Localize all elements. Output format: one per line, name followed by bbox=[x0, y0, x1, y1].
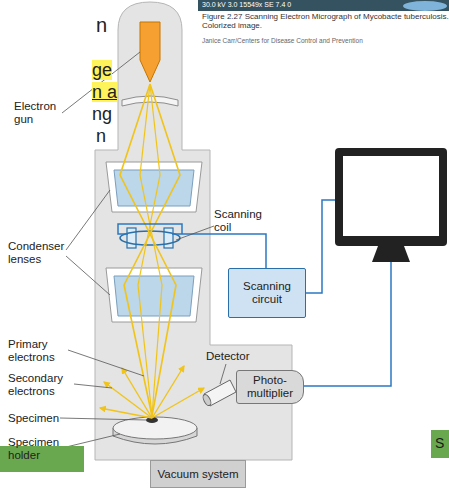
slide-text: S bbox=[435, 436, 449, 452]
node-text: Photo-multiplier bbox=[237, 374, 303, 400]
image-credit: Janice Carr/Centers for Disease Control … bbox=[202, 37, 449, 44]
leader-line bbox=[60, 418, 146, 420]
part-label: Specimen holder bbox=[8, 436, 68, 462]
part-label: Secondary electrons bbox=[8, 372, 78, 398]
figure-caption: Figure 2.27 Scanning Electron Micrograph… bbox=[202, 13, 449, 31]
coil-block bbox=[127, 228, 136, 248]
detector-face bbox=[202, 393, 213, 406]
specimen-holder bbox=[113, 417, 197, 439]
slide-bar bbox=[431, 430, 449, 458]
secondary-electron bbox=[152, 388, 204, 418]
slide-text: n bbox=[96, 126, 116, 146]
secondary-electron bbox=[100, 408, 152, 418]
signal-wire bbox=[304, 262, 391, 386]
primary-beam bbox=[138, 84, 160, 416]
slide-text: ge bbox=[92, 60, 112, 80]
bacterium-image bbox=[403, 1, 447, 11]
secondary-electron bbox=[122, 368, 152, 418]
micrograph-strip bbox=[198, 0, 449, 11]
leader-line bbox=[68, 350, 144, 376]
leader-line bbox=[66, 256, 110, 295]
slide-text: n a bbox=[92, 82, 117, 102]
leader-line bbox=[66, 190, 110, 250]
primary-beam bbox=[140, 84, 162, 416]
part-label: Scanning coil bbox=[214, 208, 270, 234]
leader-line bbox=[74, 384, 112, 388]
part-label: Detector bbox=[206, 350, 266, 363]
coil-block bbox=[164, 228, 173, 248]
monitor-screen bbox=[343, 156, 439, 236]
leader-line bbox=[220, 364, 226, 384]
part-label: Primary electrons bbox=[8, 338, 70, 364]
secondary-electron bbox=[104, 382, 152, 418]
part-label: Condenser lenses bbox=[8, 240, 70, 266]
signal-wire bbox=[306, 200, 335, 293]
signal-wire bbox=[172, 234, 266, 268]
leader-line bbox=[176, 226, 214, 240]
leader-line bbox=[62, 434, 120, 448]
part-label: Specimen bbox=[8, 412, 68, 425]
signal-wire bbox=[118, 224, 182, 234]
circuit-box: Scanning circuit bbox=[228, 268, 306, 318]
node-text: Vacuum system bbox=[158, 468, 239, 481]
secondary-electron bbox=[152, 366, 184, 418]
lens-housing bbox=[106, 268, 202, 322]
monitor-frame bbox=[335, 148, 447, 246]
monitor-stand bbox=[372, 246, 410, 262]
electron-gun bbox=[140, 22, 160, 82]
slide-text: n bbox=[96, 14, 126, 36]
leader-line bbox=[62, 52, 140, 113]
anode-plate bbox=[122, 96, 178, 106]
vacuum-box: Vacuum system bbox=[150, 460, 246, 488]
primary-beam bbox=[124, 84, 180, 416]
node-text: Scanning circuit bbox=[229, 280, 305, 306]
micrograph-info: 30.0 kV 3.0 15549x SE 7.4 0 bbox=[202, 1, 402, 9]
slide-text: ng bbox=[92, 104, 122, 124]
photomultiplier-box: Photo-multiplier bbox=[236, 370, 304, 404]
primary-beam bbox=[120, 84, 176, 416]
part-label: Electron gun bbox=[14, 100, 70, 126]
